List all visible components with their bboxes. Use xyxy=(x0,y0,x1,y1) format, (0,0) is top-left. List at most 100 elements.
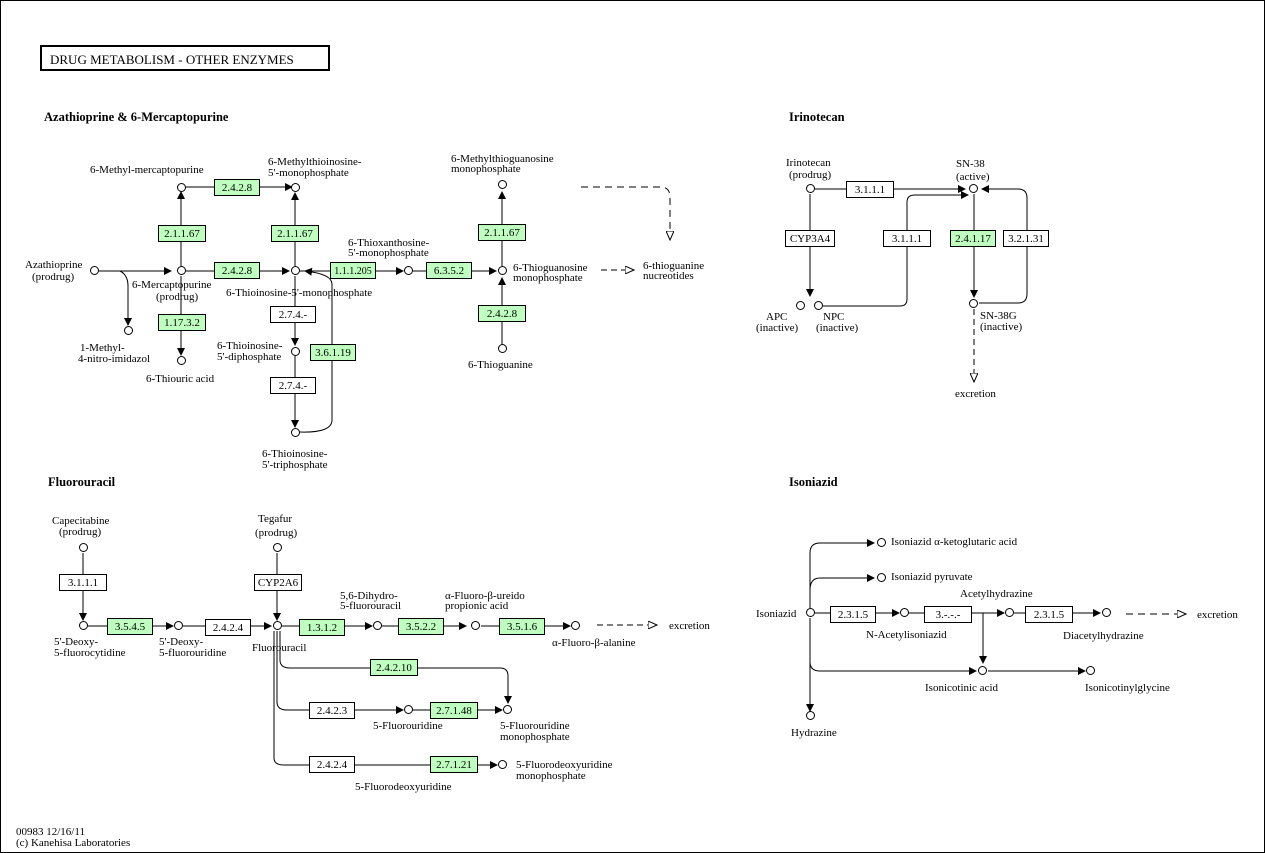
compound-label: 6-Methylthioguanosine xyxy=(451,153,554,165)
enzyme-box[interactable]: CYP3A4 xyxy=(785,230,835,247)
enzyme-box[interactable]: 2.4.1.17 xyxy=(950,230,996,247)
compound-node-5-fluorouridine-monophosphate[interactable] xyxy=(503,705,512,714)
compound-label: 6-Thioinosine- xyxy=(262,448,328,460)
enzyme-box[interactable]: 3.5.1.6 xyxy=(499,618,545,635)
compound-label: 5,6-Dihydro- xyxy=(340,590,398,602)
enzyme-box[interactable]: 2.4.2.8 xyxy=(214,179,260,196)
compound-node-diacetylhydrazine[interactable] xyxy=(1102,608,1111,617)
enzyme-box[interactable]: 2.4.2.4 xyxy=(309,756,355,773)
compound-node-6-thiouric-acid[interactable] xyxy=(177,356,186,365)
compound-node-6-thioinosine-monophosphate[interactable] xyxy=(291,266,300,275)
enzyme-box[interactable]: 3.1.1.1 xyxy=(846,181,894,198)
compound-label: (prodrug) xyxy=(32,271,75,283)
compound-node-fluorouracil[interactable] xyxy=(273,621,282,630)
enzyme-box[interactable]: 2.4.2.10 xyxy=(370,659,418,676)
compound-label: Isoniazid xyxy=(756,608,797,620)
map-id-footer: 00983 12/16/11 xyxy=(16,826,85,838)
enzyme-box[interactable]: 3.-.-.- xyxy=(924,606,972,623)
section-title-irinotecan: Irinotecan xyxy=(789,110,845,124)
enzyme-box[interactable]: 1.17.3.2 xyxy=(158,314,206,331)
compound-node-acetylhydrazine[interactable] xyxy=(1005,608,1014,617)
compound-label: (inactive) xyxy=(980,321,1023,333)
enzyme-box[interactable]: 2.7.4.- xyxy=(270,306,316,323)
map-title: DRUG METABOLISM - OTHER ENZYMES xyxy=(40,45,330,71)
compound-label: 6-thioguanine xyxy=(643,260,705,272)
compound-node-1-methyl-4-nitro-imidazol[interactable] xyxy=(124,326,133,335)
compound-node-hydrazine[interactable] xyxy=(806,711,815,720)
enzyme-box[interactable]: 3.5.4.5 xyxy=(107,618,153,635)
enzyme-box[interactable]: 2.7.4.- xyxy=(270,377,316,394)
compound-node-npc[interactable] xyxy=(814,301,823,310)
compound-node-5-deoxy-5-fluorocytidine[interactable] xyxy=(79,621,88,630)
compound-node-sn-38[interactable] xyxy=(969,184,978,193)
compound-label: Isonicotinylglycine xyxy=(1085,682,1170,694)
section-title-fluorouracil: Fluorouracil xyxy=(48,475,116,489)
excretion-label: excretion xyxy=(1197,609,1238,621)
enzyme-box[interactable]: 1.1.1.205 xyxy=(330,262,376,279)
compound-label: Isoniazid pyruvate xyxy=(891,571,973,583)
compound-node-azathioprine[interactable] xyxy=(90,266,99,275)
compound-label: (prodrug) xyxy=(789,169,832,181)
enzyme-box[interactable]: 2.1.1.67 xyxy=(271,225,319,242)
enzyme-box[interactable]: 3.2.1.31 xyxy=(1003,230,1049,247)
enzyme-box[interactable]: 3.5.2.2 xyxy=(398,618,444,635)
compound-label: nucreotides xyxy=(643,270,694,282)
compound-node-tegafur[interactable] xyxy=(273,543,282,552)
compound-node-6-mercaptopurine[interactable] xyxy=(177,266,186,275)
enzyme-box[interactable]: 2.3.1.5 xyxy=(1025,606,1073,623)
compound-label: Fluorouracil xyxy=(252,642,307,654)
compound-node-isoniazid[interactable] xyxy=(806,608,815,617)
compound-node-isoniazid-ketoglutaric-acid[interactable] xyxy=(877,538,886,547)
compound-node-isonicotinylglycine[interactable] xyxy=(1086,666,1095,675)
compound-node-6-thioguanine[interactable] xyxy=(498,344,507,353)
compound-node-irinotecan[interactable] xyxy=(806,184,815,193)
compound-label: (prodrug) xyxy=(255,527,298,539)
enzyme-box[interactable]: 2.1.1.67 xyxy=(478,224,526,241)
enzyme-box[interactable]: 2.4.2.8 xyxy=(478,305,526,322)
compound-label: (inactive) xyxy=(756,322,799,334)
compound-label: Capecitabine xyxy=(52,515,110,527)
enzyme-box[interactable]: 3.1.1.1 xyxy=(883,230,931,247)
compound-node-sn-38g[interactable] xyxy=(969,299,978,308)
enzyme-box[interactable]: 2.3.1.5 xyxy=(830,606,876,623)
compound-label: NPC xyxy=(823,311,845,323)
enzyme-box[interactable]: 2.7.1.21 xyxy=(430,756,478,773)
compound-label: 6-Thioinosine-5'-monophosphate xyxy=(226,287,373,299)
compound-node-5-deoxy-5-fluorouridine[interactable] xyxy=(174,621,183,630)
compound-node-6-methyl-mercaptopurine[interactable] xyxy=(177,183,186,192)
compound-label: 5'-Deoxy- xyxy=(159,636,204,648)
compound-label: Isoniazid α-ketoglutaric acid xyxy=(891,536,1018,548)
enzyme-box[interactable]: 2.7.1.48 xyxy=(430,702,478,719)
compound-node-6-methylthioguanosine-monophosphate[interactable] xyxy=(498,180,507,189)
compound-node-isoniazid-pyruvate[interactable] xyxy=(877,573,886,582)
compound-node-capecitabine[interactable] xyxy=(79,543,88,552)
compound-node-5-fluorouridine[interactable] xyxy=(404,705,413,714)
enzyme-box[interactable]: 2.4.2.4 xyxy=(205,619,251,636)
compound-node-fluoro-beta-alanine[interactable] xyxy=(571,621,580,630)
compound-node-6-thioinosine-diphosphate[interactable] xyxy=(291,347,300,356)
enzyme-box[interactable]: 3.6.1.19 xyxy=(310,344,356,361)
compound-node-fluoro-ureido-propionic-acid[interactable] xyxy=(471,621,480,630)
compound-node-6-thioxanthosine-monophosphate[interactable] xyxy=(404,266,413,275)
enzyme-box[interactable]: 1.3.1.2 xyxy=(299,619,345,636)
compound-node-isonicotinic-acid[interactable] xyxy=(978,666,987,675)
enzyme-box[interactable]: CYP2A6 xyxy=(254,574,302,591)
compound-node-6-thioinosine-triphosphate[interactable] xyxy=(291,428,300,437)
enzyme-box[interactable]: 2.4.2.8 xyxy=(214,262,260,279)
compound-node-5-fluorodeoxyuridine-monophosphate[interactable] xyxy=(498,760,507,769)
enzyme-box[interactable]: 2.4.2.3 xyxy=(309,702,355,719)
enzyme-box[interactable]: 2.1.1.67 xyxy=(158,225,206,242)
compound-label: 6-Thioinosine- xyxy=(217,340,283,352)
compound-node-n-acetylisoniazid[interactable] xyxy=(900,608,909,617)
section-title-isoniazid: Isoniazid xyxy=(789,475,838,489)
compound-node-dihydro-fluorouracil[interactable] xyxy=(373,621,382,630)
compound-label: monophosphate xyxy=(516,770,586,782)
compound-node-apc[interactable] xyxy=(796,301,805,310)
compound-label: Tegafur xyxy=(258,513,293,525)
compound-label: N-Acetylisoniazid xyxy=(866,629,947,641)
enzyme-box[interactable]: 3.1.1.1 xyxy=(59,574,107,591)
compound-node-6-thioguanosine-monophosphate[interactable] xyxy=(498,266,507,275)
enzyme-box[interactable]: 6.3.5.2 xyxy=(426,262,472,279)
compound-label: 5'-Deoxy- xyxy=(54,636,99,648)
compound-node-6-methylthioinosine-monophosphate[interactable] xyxy=(291,183,300,192)
